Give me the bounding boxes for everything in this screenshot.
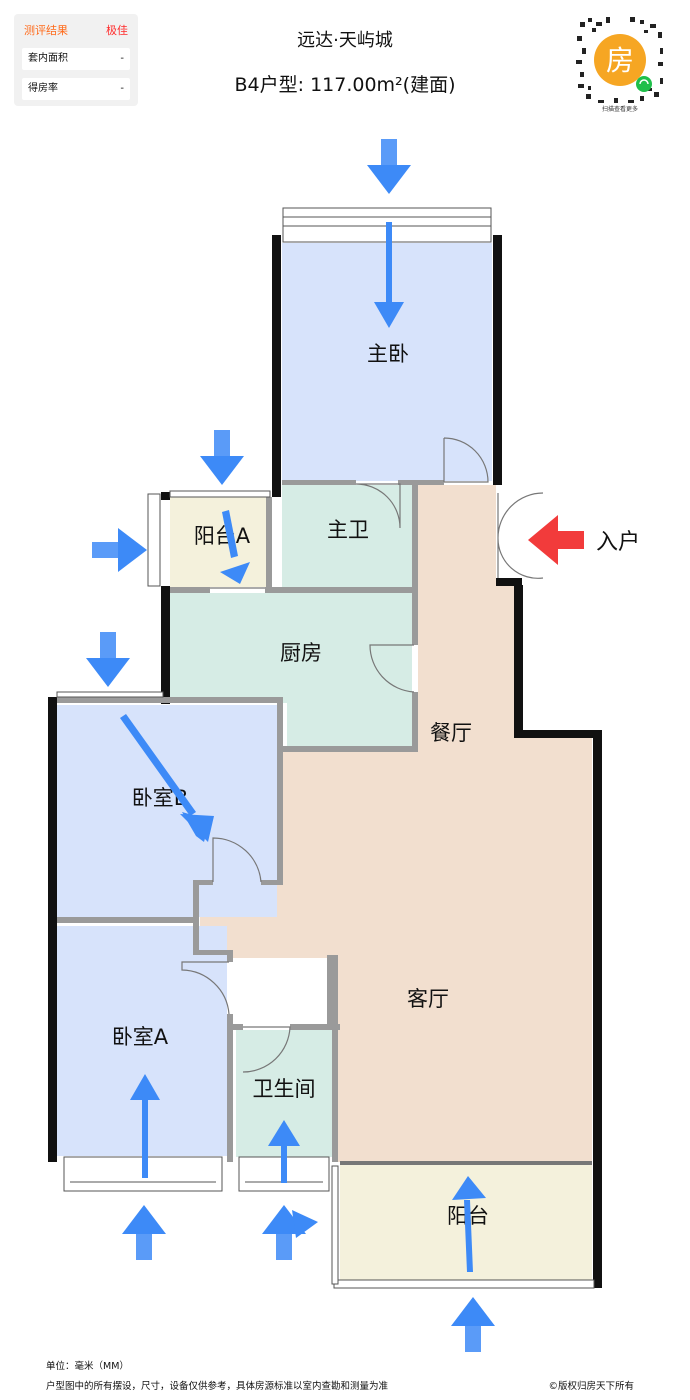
arrow-up-icon [130,1074,160,1178]
door-kitchen [369,644,415,693]
entry-label: 入户 [596,530,640,555]
window-balcony [333,1279,595,1289]
label-kitchen: 厨房 [280,641,322,665]
score-row-area: 套内面积 - [22,48,130,70]
arrow-up-icon [268,1120,300,1183]
arrow-left-icon [528,515,584,565]
window-bedroom-b [56,691,164,698]
arrow-diagonal-icon [120,714,214,842]
fill-public-area [200,485,592,1162]
score-card: 测评结果 极佳 套内面积 - 得房率 - [14,14,138,106]
fill-kitchen [170,593,412,703]
arrow-diagonal-icon [220,510,250,584]
score-row-label: 套内面积 [28,53,68,64]
label-balcony-a: 阳台A [194,524,251,548]
fill-bedroom-b [57,705,277,917]
qr-caption: 扫描查看更多 [601,106,638,113]
arrow-diagonal-icon [292,1210,318,1238]
score-header-value: 极佳 [106,24,128,37]
door-entry-bottom [497,537,544,579]
label-master-bath: 主卫 [327,518,369,542]
footer-unit: 单位：毫米（MM） [46,1361,129,1372]
qr-badge-char: 房 [606,44,634,77]
interior-walls [57,480,444,1162]
door-bedroom-a [181,961,230,1015]
window-balcony-a [147,493,161,587]
exterior-walls [48,235,602,1288]
qr-code[interactable]: 房 [574,14,666,106]
arrow-right-icon [92,528,147,572]
label-dining: 餐厅 [430,721,472,745]
arrow-down-icon [86,632,130,687]
label-bedroom-a: 卧室A [112,1025,169,1049]
wechat-mini-icon [636,76,652,92]
arrow-up-icon [122,1205,166,1260]
airflow-arrows [86,139,584,1352]
door-bedroom-b [212,837,262,883]
fill-master-bath [282,485,412,587]
arrow-down-icon [374,222,404,328]
label-master-bedroom: 主卧 [367,342,409,366]
score-row-value: - [120,83,124,94]
doors [181,437,544,1073]
label-bathroom: 卫生间 [253,1077,316,1101]
score-row-efficiency: 得房率 - [22,78,130,100]
qr-badge-circle [594,34,646,86]
fill-kitchen-lower [287,700,412,748]
door-master-bedroom [443,437,489,483]
project-title: 远达·天屿城 [297,30,393,51]
window-balcony-a-top [169,490,271,498]
arrow-up-icon [452,1176,486,1272]
door-bathroom [242,1026,291,1073]
unit-title: B4户型: 117.00m²(建面) [234,74,456,96]
door-master-bath [355,483,401,529]
room-fills [57,243,592,1280]
arrow-down-icon [367,139,411,194]
score-row-value: - [120,53,124,64]
label-living: 客厅 [407,987,449,1011]
arrow-down-icon [200,430,244,485]
score-header: 测评结果 极佳 [14,22,138,38]
footer-disclaimer: 户型图中的所有摆设，尺寸，设备仅供参考，具体房源标准以室内查勘和测量为准 [46,1381,389,1392]
door-entry-top [497,492,544,539]
score-row-label: 得房率 [28,83,58,94]
arrow-up-icon [451,1297,495,1352]
score-header-label: 测评结果 [24,24,68,37]
window-balcony-side [331,1165,339,1285]
footer-copyright: ©版权归房天下所有 [548,1381,634,1392]
